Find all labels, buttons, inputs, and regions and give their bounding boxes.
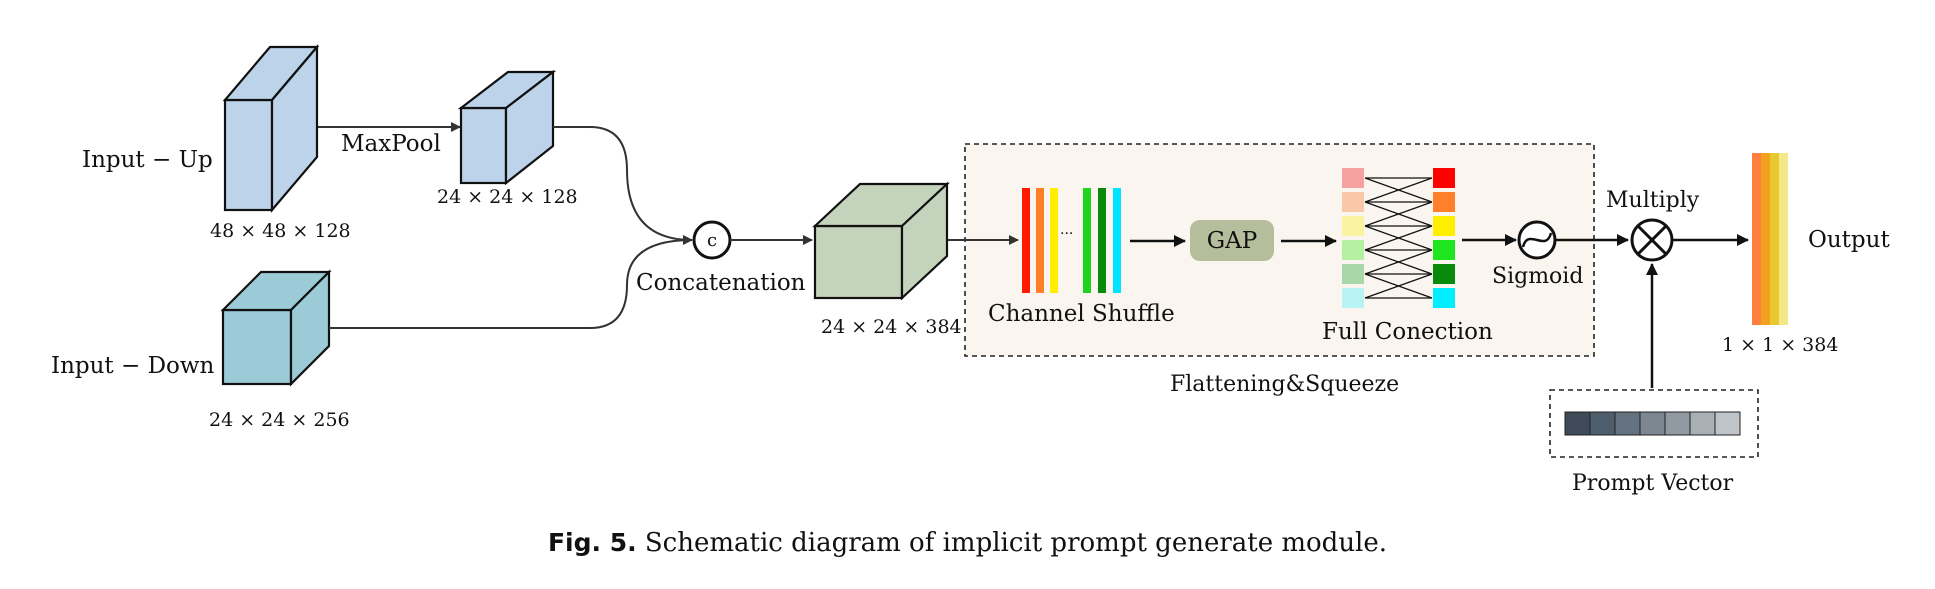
- flatten-squeeze-panel: [964, 143, 1595, 357]
- output-label: Output: [1808, 227, 1890, 253]
- fc-right-cell: [1433, 192, 1455, 212]
- prompt-cell: [1564, 411, 1591, 436]
- output-bar: [1752, 153, 1761, 325]
- flatten-squeeze-label: Flattening&Squeeze: [1170, 372, 1399, 397]
- prompt-cell: [1639, 411, 1666, 436]
- input-down-cube: [220, 269, 332, 387]
- shuffle-bar: [1050, 188, 1058, 293]
- shuffle-bar: [1113, 188, 1121, 293]
- prompt-vector-cells: [1564, 411, 1741, 436]
- module-diagram: Input − Up 48 × 48 × 128 MaxPool 24 × 24…: [51, 44, 1890, 496]
- maxpool-label: MaxPool: [341, 131, 441, 157]
- caption-label: Fig. 5.: [547, 528, 637, 557]
- gap-label: GAP: [1207, 228, 1257, 254]
- caption-text: Schematic diagram of implicit prompt gen…: [644, 528, 1388, 558]
- input-down-dims: 24 × 24 × 256: [209, 409, 350, 431]
- maxpool-cube: [457, 69, 557, 186]
- connector-down: [329, 235, 693, 329]
- concat-cube: [812, 181, 950, 301]
- prompt-cell: [1614, 411, 1641, 436]
- full-connection: [1342, 168, 1455, 308]
- maxpool-dims: 24 × 24 × 128: [437, 186, 578, 208]
- fc-left-cell: [1342, 168, 1364, 188]
- prompt-cell: [1714, 411, 1741, 436]
- connector-up: [553, 126, 693, 241]
- fc-right-cell: [1433, 288, 1455, 308]
- input-up-label: Input − Up: [82, 147, 213, 173]
- output-bar: [1761, 153, 1770, 325]
- prompt-cell: [1589, 411, 1616, 436]
- shuffle-bar: [1022, 188, 1030, 293]
- channel-shuffle-bars: ···: [1022, 188, 1121, 293]
- figure-caption: Fig. 5. Schematic diagram of implicit pr…: [0, 528, 1935, 558]
- channel-shuffle-label: Channel Shuffle: [988, 301, 1175, 327]
- input-up-cube: [222, 44, 320, 213]
- shuffle-bar: [1083, 188, 1091, 293]
- output-bar: [1779, 153, 1788, 325]
- shuffle-ellipsis: ···: [1060, 226, 1073, 242]
- fc-left-cell: [1342, 288, 1364, 308]
- fc-left-cell: [1342, 240, 1364, 260]
- concat-dims: 24 × 24 × 384: [821, 316, 962, 338]
- input-up-dims: 48 × 48 × 128: [210, 220, 351, 242]
- output-bars: [1752, 153, 1788, 325]
- output-bar: [1770, 153, 1779, 325]
- prompt-vector-label: Prompt Vector: [1572, 471, 1734, 496]
- multiply-node: [1630, 218, 1674, 262]
- concat-node: c: [692, 220, 732, 260]
- fc-right-cell: [1433, 168, 1455, 188]
- sigmoid-label: Sigmoid: [1492, 264, 1583, 289]
- input-down-label: Input − Down: [51, 353, 215, 379]
- multiply-label: Multiply: [1606, 188, 1700, 213]
- prompt-cell: [1689, 411, 1716, 436]
- fc-right-cell: [1433, 264, 1455, 284]
- concatenation-label: Concatenation: [636, 270, 806, 296]
- output-dims: 1 × 1 × 384: [1722, 334, 1838, 356]
- gap-box: [1190, 220, 1274, 261]
- fc-left-cell: [1342, 216, 1364, 236]
- shuffle-bar: [1098, 188, 1106, 293]
- concat-symbol: c: [707, 230, 717, 251]
- shuffle-bar: [1036, 188, 1044, 293]
- fc-right-cell: [1433, 216, 1455, 236]
- fc-left-cell: [1342, 192, 1364, 212]
- fc-right-cell: [1433, 240, 1455, 260]
- prompt-cell: [1664, 411, 1691, 436]
- fc-left-cell: [1342, 264, 1364, 284]
- full-connection-label: Full Conection: [1322, 319, 1493, 345]
- sigmoid-node: [1517, 220, 1557, 260]
